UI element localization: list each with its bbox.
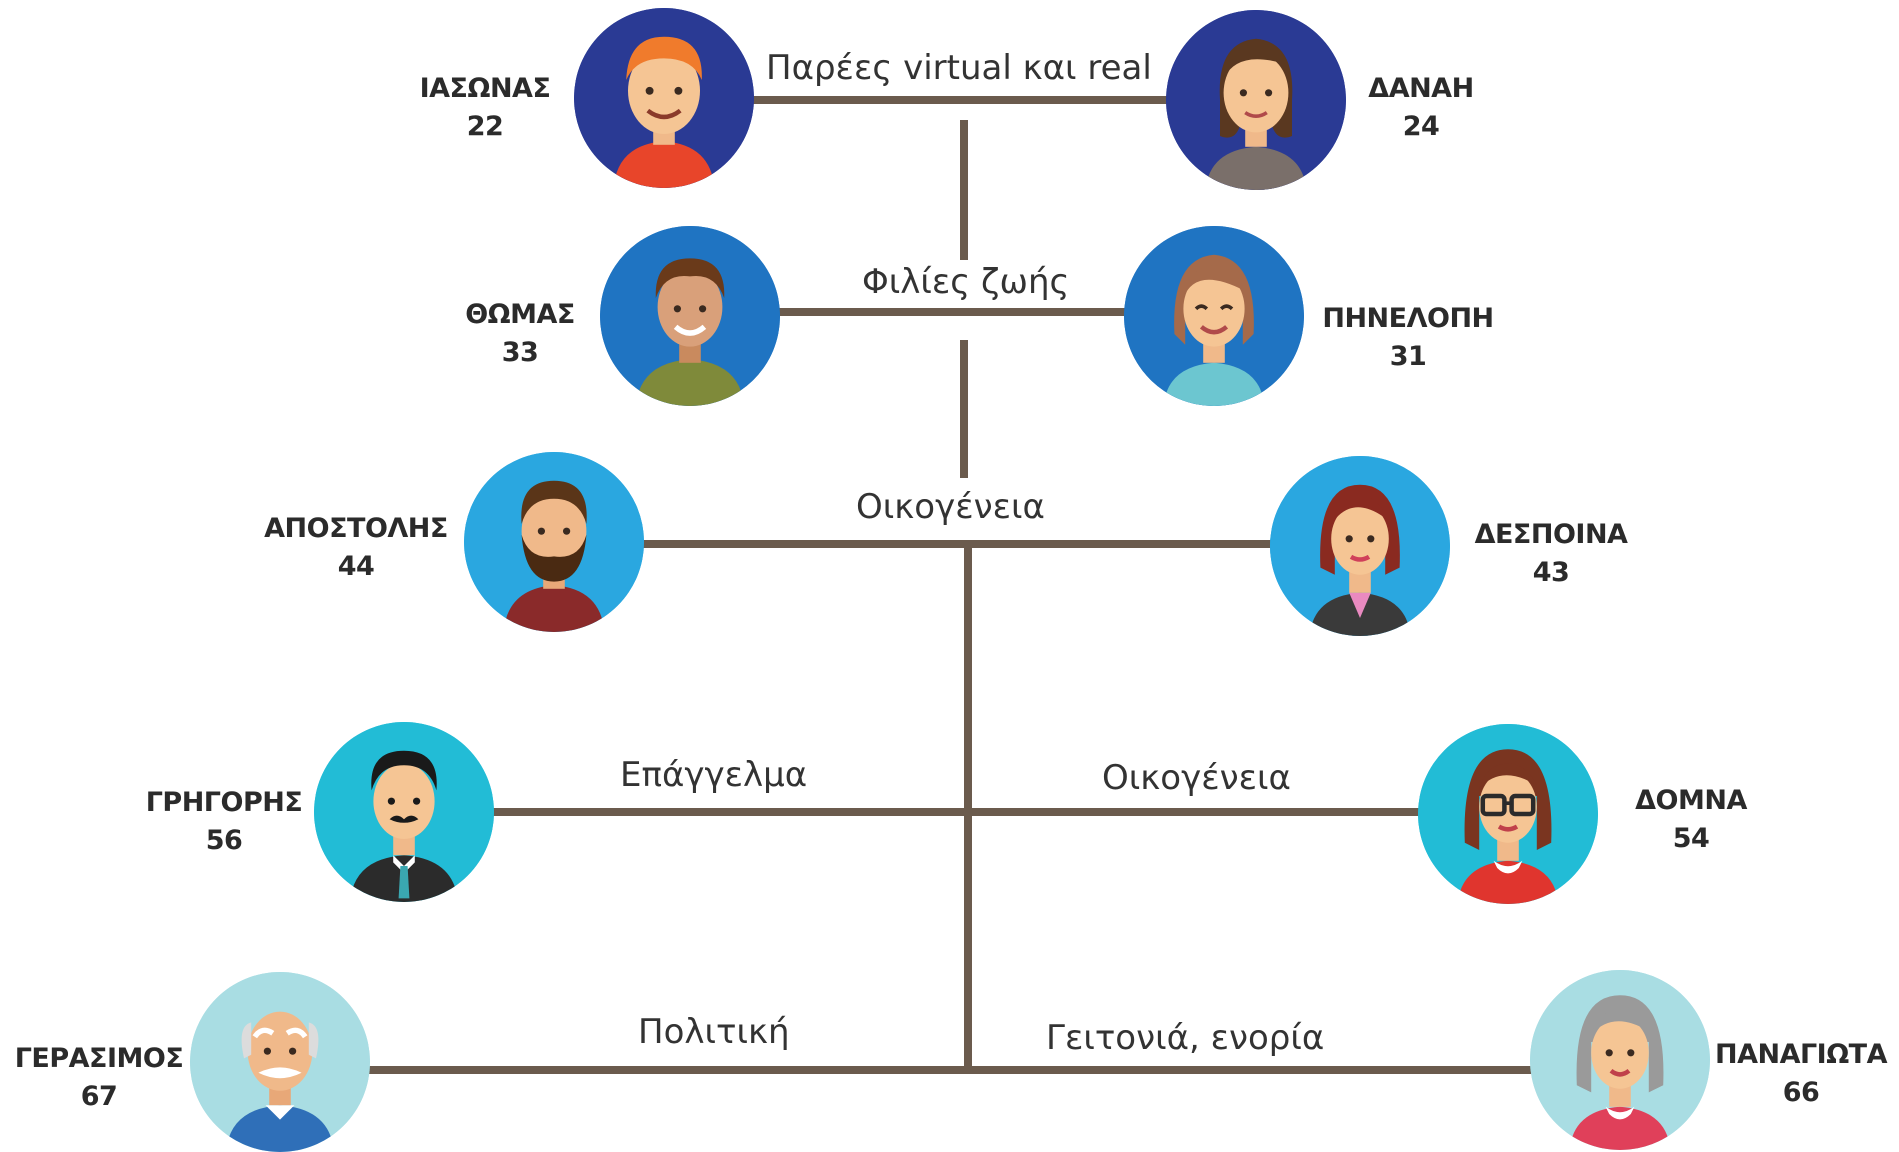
name-panagiota: ΠΑΝΑΓΙΩΤΑ [1714,1039,1888,1070]
age-grigoris: 56 [205,825,243,856]
person-grigoris: ΓΡΗΓΟΡΗΣ 56 [134,784,314,860]
old-woman-icon [1530,970,1710,1150]
avatar-dani [1166,10,1346,190]
age-iasonas: 22 [466,111,504,142]
businessman-moustache-icon [314,722,494,902]
avatar-domna [1418,724,1598,904]
name-dani: ΔΑΝΑΗ [1368,73,1474,104]
woman-glasses-icon [1418,724,1598,904]
line-row3 [640,540,1280,548]
age-gerasimos: 67 [80,1081,118,1112]
person-dani: ΔΑΝΑΗ 24 [1346,70,1496,146]
avatar-grigoris [314,722,494,902]
person-thomas: ΘΩΜΑΣ 33 [440,296,600,372]
name-gerasimos: ΓΕΡΑΣΙΜΟΣ [14,1043,184,1074]
line-row1 [740,96,1180,104]
avatar-apostolis [464,452,644,632]
name-pinelopi: ΠΗΝΕΛΟΠΗ [1322,303,1494,334]
avatar-iasonas [574,8,754,188]
age-pinelopi: 31 [1389,341,1427,372]
person-despoina: ΔΕΣΠΟΙΝΑ 43 [1466,516,1636,592]
avatar-pinelopi [1124,226,1304,406]
relation-label-row5-right: Γειτονιά, ενορία [1040,1018,1331,1058]
line-row5 [360,1066,1540,1074]
old-man-icon [190,972,370,1152]
line-row4 [490,808,1430,816]
relation-label-row3: Οικογένεια [850,487,1051,527]
age-panagiota: 66 [1782,1077,1820,1108]
person-pinelopi: ΠΗΝΕΛΟΠΗ 31 [1318,300,1498,376]
avatar-panagiota [1530,970,1710,1150]
relation-label-row4-left: Επάγγελμα [614,755,814,795]
relation-label-row4-right: Οικογένεια [1096,758,1297,798]
line-vertical-top [960,120,968,260]
man-green-shirt-icon [600,226,780,406]
name-domna: ΔΟΜΝΑ [1635,785,1747,816]
person-iasonas: ΙΑΣΩΝΑΣ 22 [400,70,570,146]
person-gerasimos: ΓΕΡΑΣΙΜΟΣ 67 [6,1040,192,1116]
name-grigoris: ΓΡΗΓΟΡΗΣ [145,787,303,818]
age-thomas: 33 [501,337,539,368]
age-despoina: 43 [1532,557,1570,588]
relation-label-row1: Παρέες virtual και real [760,48,1158,88]
relation-label-row5-left: Πολιτική [632,1012,796,1052]
young-woman-icon [1166,10,1346,190]
woman-business-icon [1270,456,1450,636]
age-dani: 24 [1402,111,1440,142]
person-panagiota: ΠΑΝΑΓΙΩΤΑ 66 [1706,1036,1896,1112]
bearded-man-icon [464,452,644,632]
avatar-despoina [1270,456,1450,636]
person-domna: ΔΟΜΝΑ 54 [1616,782,1766,858]
avatar-gerasimos [190,972,370,1152]
avatar-thomas [600,226,780,406]
name-despoina: ΔΕΣΠΟΙΝΑ [1474,519,1628,550]
line-row2 [770,308,1140,316]
age-domna: 54 [1672,823,1710,854]
young-man-icon [574,8,754,188]
woman-teal-shirt-icon [1124,226,1304,406]
name-iasonas: ΙΑΣΩΝΑΣ [419,73,551,104]
name-thomas: ΘΩΜΑΣ [465,299,575,330]
relation-label-row2: Φιλίες ζωής [856,262,1076,302]
person-apostolis: ΑΠΟΣΤΟΛΗΣ 44 [256,510,456,586]
name-apostolis: ΑΠΟΣΤΟΛΗΣ [264,513,448,544]
line-vertical-mid [960,340,968,478]
age-apostolis: 44 [337,551,375,582]
